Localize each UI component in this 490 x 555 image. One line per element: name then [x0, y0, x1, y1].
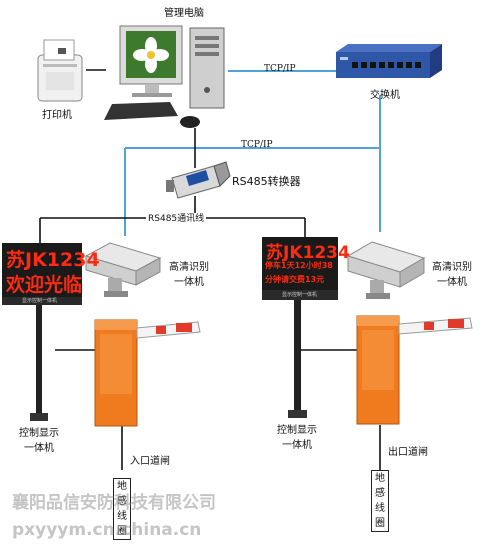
camera-right-label-2: 一体机: [437, 277, 467, 288]
ground-loop-left-text: 地感线圈: [117, 481, 127, 537]
printer-label: 打印机: [42, 110, 72, 121]
computer-label: 管理电脑: [164, 8, 204, 19]
ground-loop-left: 地感线圈: [113, 478, 131, 540]
display-right-label-2: 一体机: [282, 440, 312, 451]
printer-icon: [37, 39, 83, 102]
exit-gate-label: 出口道闸: [388, 447, 428, 458]
led-display-right: [262, 237, 338, 418]
switch-icon: [336, 44, 442, 78]
converter-label: RS485转换器: [232, 175, 301, 188]
tcpip-top-label: TCP/IP: [264, 64, 296, 74]
display-left-label-1: 控制显示: [19, 428, 59, 439]
led-right-line2: 停车1天12小时38: [265, 261, 333, 270]
led-left-line2: 欢迎光临: [6, 274, 83, 296]
network-lines: [124, 70, 381, 236]
switch-label: 交换机: [370, 90, 400, 101]
watermark-url: pxyyym.cn.china.cn: [12, 520, 202, 540]
entrance-gate-label: 入口道闸: [130, 456, 170, 467]
barrier-gate-right: [356, 315, 473, 425]
barrier-gate-left: [94, 319, 201, 427]
control-lines: [39, 69, 381, 470]
led-right-line1: 苏JK1234: [266, 243, 350, 263]
rs485-line-label: RS485通讯线: [146, 213, 207, 225]
camera-right-label-1: 高清识别: [432, 262, 472, 273]
led-left-footer: 显示控制一体机: [22, 298, 58, 304]
camera-left-label-2: 一体机: [174, 277, 204, 288]
watermark-company: 襄阳品信安防科技有限公司: [12, 493, 216, 513]
camera-left-icon: [84, 242, 162, 297]
tcpip-mid-label: TCP/IP: [241, 140, 273, 150]
display-left-label-2: 一体机: [24, 443, 54, 454]
flower-wallpaper: [133, 37, 169, 73]
led-right-footer: 显示控制一体机: [282, 292, 318, 298]
camera-right-icon: [346, 241, 426, 299]
camera-left-label-1: 高清识别: [169, 262, 209, 273]
led-right-line3: 分钟请交费13元: [265, 275, 325, 284]
led-display-left: [2, 243, 82, 421]
computer-icon: [104, 25, 225, 128]
led-left-line1: 苏JK1234: [6, 249, 100, 271]
ground-loop-right-text: 地感线圈: [375, 473, 385, 529]
rs485-converter-icon: [166, 161, 231, 199]
ground-loop-right: 地感线圈: [371, 470, 389, 532]
display-right-label-1: 控制显示: [277, 425, 317, 436]
